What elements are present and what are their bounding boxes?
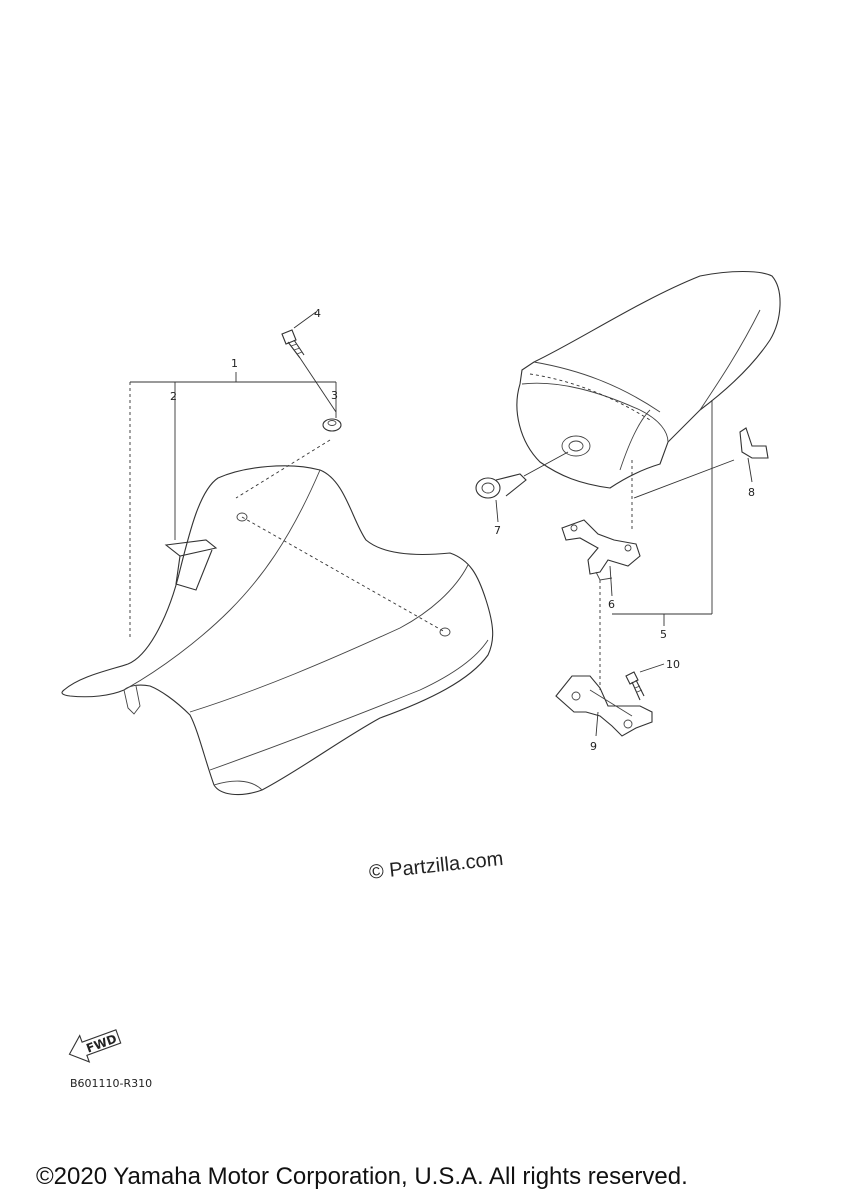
seat-lock [475,451,569,523]
seat-hook-bracket [561,519,641,597]
callout-6: 6 [608,598,615,611]
seat-grommet [322,418,342,432]
callout-7: 7 [494,524,501,537]
callout-bracket-5 [599,400,713,690]
rider-seat [61,465,494,796]
seat-clip [633,427,769,499]
callout-labels: 1 2 3 4 5 6 7 8 9 10 [170,307,755,753]
passenger-seat [516,271,781,489]
callout-8: 8 [748,486,755,499]
callout-1: 1 [231,357,238,370]
callout-10: 10 [666,658,680,671]
callout-3: 3 [331,389,338,402]
callout-bracket-1 [129,372,337,640]
fwd-label: FWD [84,1032,118,1056]
drawing-code: B601110-R310 [70,1077,153,1090]
callout-4: 4 [314,307,321,320]
seat-bolt [281,311,337,413]
fwd-arrow-icon: FWD [68,1029,122,1063]
copyright-notice: ©2020 Yamaha Motor Corporation, U.S.A. A… [36,1163,688,1190]
callout-2: 2 [170,390,177,403]
callout-5: 5 [660,628,667,641]
lock-bracket [555,675,653,737]
callout-9: 9 [590,740,597,753]
bracket-bolt [625,663,665,701]
